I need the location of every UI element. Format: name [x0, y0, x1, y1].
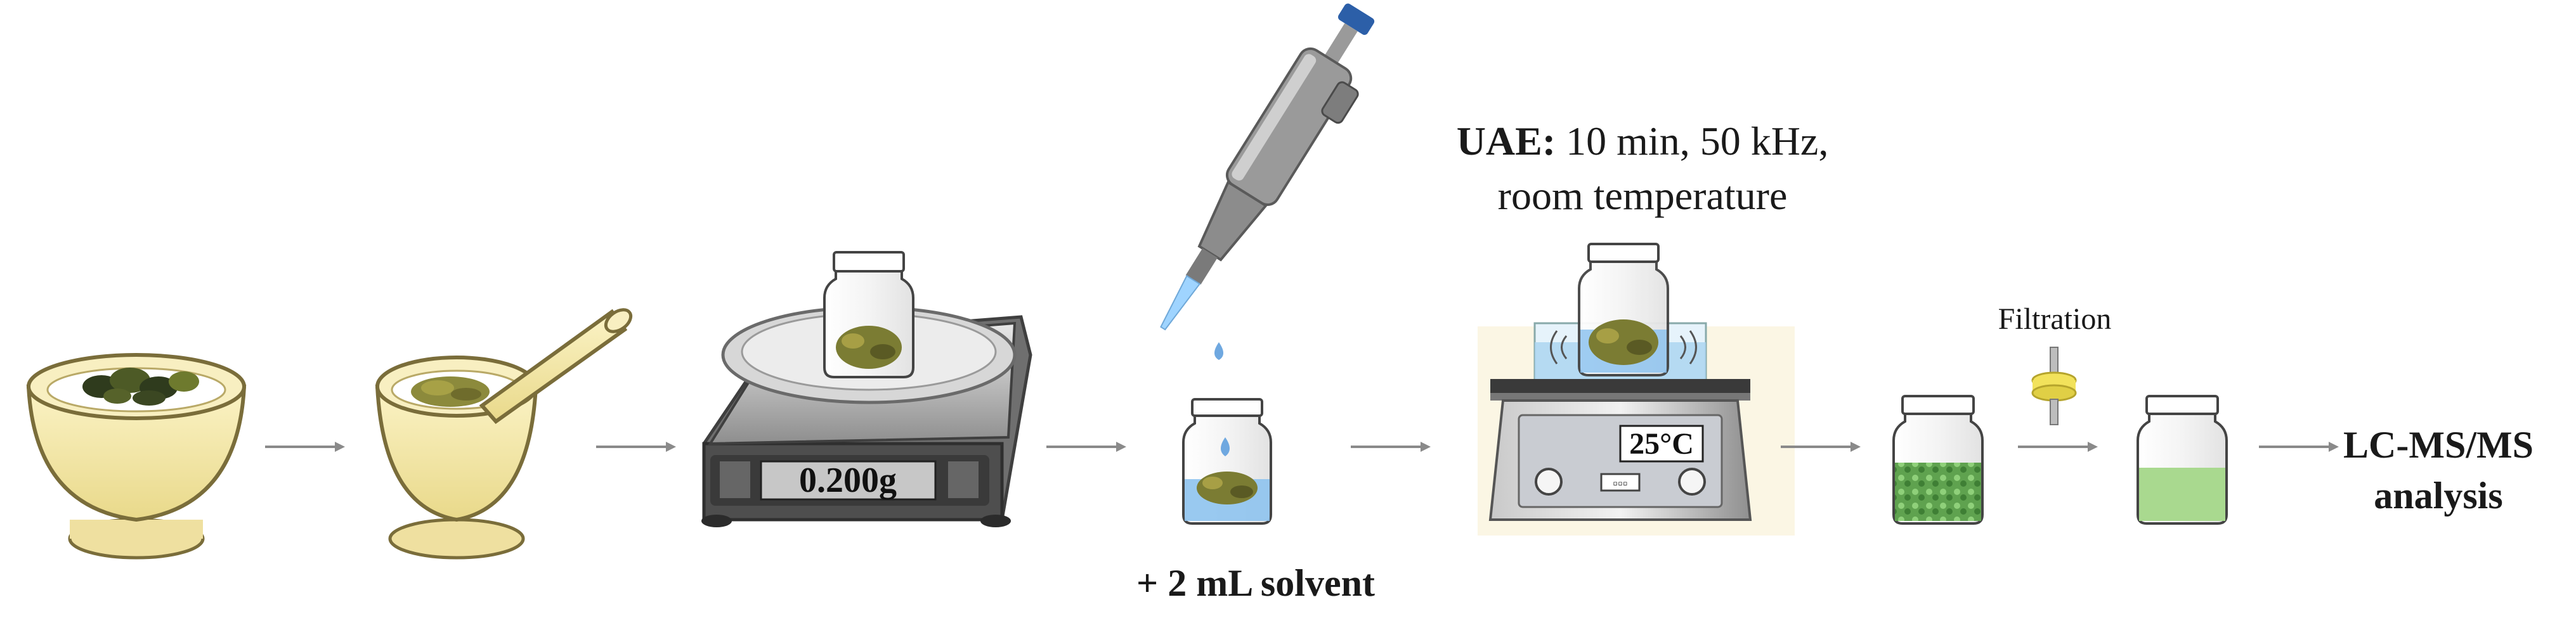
uae-label: UAE: [1456, 119, 1556, 164]
vial-icon [1892, 395, 1984, 525]
lcms-line2: analysis [2374, 475, 2503, 517]
hotplate-display [1619, 425, 1704, 463]
hotplate-knob-right [1678, 468, 1706, 496]
hotplate-knob-left [1535, 468, 1563, 496]
arrow-icon [596, 442, 676, 452]
balance-display [760, 460, 937, 501]
ultrasonic-bath-icon: 25°C ▫▫▫ [1478, 243, 1795, 536]
arrow-icon [1351, 442, 1431, 452]
balance-readout: 0.200g [799, 461, 897, 500]
arrow-icon [2259, 442, 2339, 452]
arrow-icon [2018, 442, 2098, 452]
lcms-line1: LC-MS/MS [2343, 424, 2534, 466]
uae-params-line1: 10 min, 50 kHz, [1556, 119, 1829, 164]
mortar-pestle-icon [375, 308, 633, 560]
arrow-icon [1046, 442, 1126, 452]
vial-icon [2137, 395, 2228, 525]
mortar-icon [26, 353, 247, 560]
lcms-analysis-label: LC-MS/MS analysis [2334, 420, 2543, 521]
arrow-icon [265, 442, 345, 452]
syringe-filter-icon [2031, 347, 2077, 425]
uae-conditions-label: UAE: 10 min, 50 kHz, room temperature [1440, 114, 1845, 223]
balance-icon: 0.200g [701, 251, 1032, 527]
sample-pieces [82, 368, 199, 406]
arrow-icon [1781, 442, 1861, 452]
hotplate-buttons: ▫▫▫ [1613, 475, 1627, 491]
hotplate-temperature: 25°C [1629, 427, 1694, 461]
uae-params-line2: room temperature [1497, 173, 1788, 218]
filtration-label: Filtration [1998, 302, 2112, 336]
vial-icon [1182, 398, 1272, 525]
solvent-label: + 2 mL solvent [1136, 562, 1375, 604]
pipette-icon [1160, 3, 1375, 360]
vial-icon [823, 251, 914, 378]
